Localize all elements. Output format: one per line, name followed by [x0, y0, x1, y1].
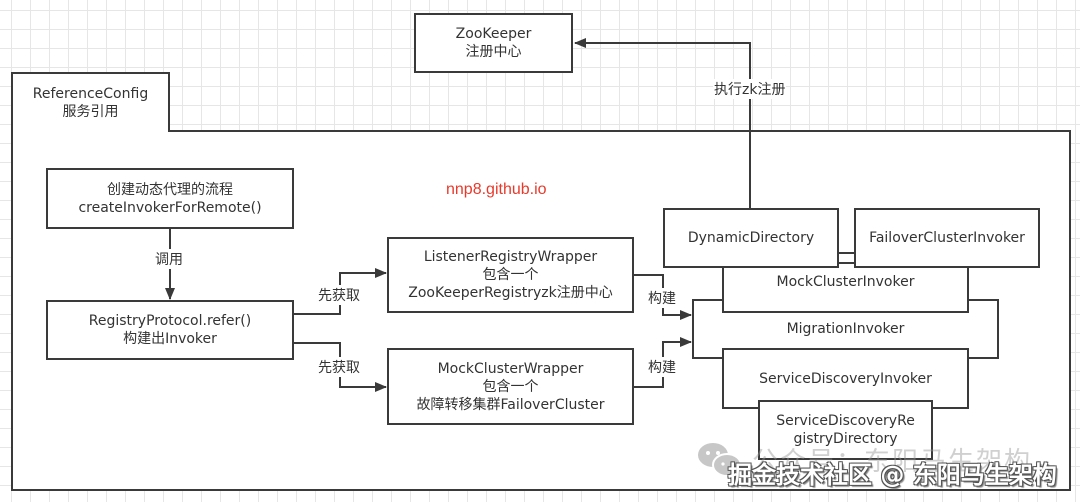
create-proxy-node: 创建动态代理的流程 createInvokerForRemote() [46, 168, 294, 229]
registry-protocol-node: RegistryProtocol.refer() 构建出Invoker [46, 300, 294, 360]
watermark-wechat-account: 公众号：东阳马生架构 [752, 447, 1033, 477]
node-label: ZooKeeper [455, 26, 532, 42]
failover-cluster-invoker-node: FailoverClusterInvoker [854, 208, 1040, 268]
service-discovery-registry-directory-node: ServiceDiscoveryRe gistryDirectory [758, 400, 933, 460]
node-label: 包含一个 [482, 267, 539, 283]
reference-config-subtitle: 服务引用 [62, 104, 119, 120]
node-label: FailoverClusterInvoker [869, 230, 1025, 246]
node-label: DynamicDirectory [687, 230, 815, 246]
edge-label-build-1: 构建 [648, 288, 676, 308]
mock-cluster-wrapper-node: MockClusterWrapper 包含一个 故障转移集群FailoverCl… [387, 348, 634, 425]
node-label: MigrationInvoker [786, 321, 905, 337]
reference-config-tab: ReferenceConfig 服务引用 [11, 72, 170, 132]
watermark-juejin: 掘金技术社区 @ 东阳马生架构 [728, 461, 1057, 489]
site-brand-text: nnp8.github.io [446, 181, 547, 198]
node-label: RegistryProtocol.refer() [88, 313, 252, 329]
node-label: ServiceDiscoveryRe [776, 413, 915, 429]
edge-label-register: 执行zk注册 [713, 79, 787, 99]
listener-registry-wrapper-node: ListenerRegistryWrapper 包含一个 ZooKeeperRe… [387, 237, 634, 313]
edge-label-build-2: 构建 [648, 357, 676, 377]
node-label: ListenerRegistryWrapper [423, 249, 598, 265]
zookeeper-registry-node: ZooKeeper 注册中心 [414, 13, 573, 73]
node-label: 故障转移集群FailoverCluster [416, 396, 605, 413]
edge-label-call: 调用 [155, 249, 183, 269]
node-label: ZooKeeperRegistryzk注册中心 [408, 285, 613, 301]
node-label: 构建出Invoker [123, 331, 217, 347]
node-label: createInvokerForRemote() [78, 199, 262, 216]
reference-config-title: ReferenceConfig [32, 86, 149, 102]
node-label: 包含一个 [482, 378, 539, 395]
wechat-icon [698, 443, 742, 477]
node-label: 创建动态代理的流程 [107, 181, 233, 198]
mock-cluster-invoker-node: MockClusterInvoker [722, 262, 969, 313]
node-label: gistryDirectory [793, 431, 898, 447]
node-label: MockClusterInvoker [776, 274, 915, 290]
node-label: MockClusterWrapper [437, 360, 584, 377]
node-label: 注册中心 [465, 44, 522, 60]
service-discovery-invoker-node: ServiceDiscoveryInvoker [722, 348, 969, 409]
edge-label-fetch-1: 先获取 [318, 285, 360, 305]
edge-label-fetch-2: 先获取 [318, 357, 360, 377]
dynamic-directory-node: DynamicDirectory [663, 208, 839, 268]
node-label: ServiceDiscoveryInvoker [759, 371, 932, 387]
